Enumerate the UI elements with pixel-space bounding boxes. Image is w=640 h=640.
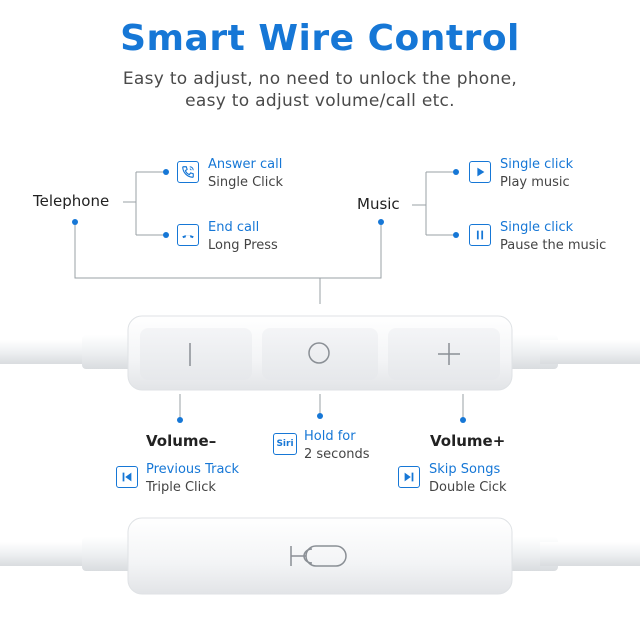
answer-call-desc: Single Click — [208, 175, 284, 190]
music-pause-dot — [453, 232, 459, 238]
skip-songs-desc: Double Cick — [429, 480, 507, 495]
siri-icon: Siri — [273, 433, 297, 455]
center-button-mark — [308, 342, 330, 364]
answer-call-action: Answer call — [208, 157, 283, 172]
telephone-label: Telephone — [33, 192, 110, 210]
pause-action: Single click — [500, 220, 574, 235]
page-title: Smart Wire Control — [120, 18, 520, 59]
remote-connector-lines — [74, 222, 382, 304]
pause-icon — [469, 224, 491, 246]
microphone-unit — [127, 517, 513, 595]
center-dot — [317, 413, 323, 419]
end-call-action: End call — [208, 220, 260, 235]
subtitle-line-1: Easy to adjust, no need to unlock the ph… — [122, 69, 518, 89]
end-call-desc: Long Press — [208, 238, 278, 253]
skip-songs-action: Skip Songs — [429, 462, 501, 477]
button-connector-lines — [179, 394, 464, 418]
pause-desc: Pause the music — [500, 238, 607, 253]
previous-track-action: Previous Track — [146, 462, 240, 477]
hold-action: Hold for — [304, 429, 356, 444]
siri-icon-text: Siri — [276, 439, 294, 449]
volume-up-dot — [460, 417, 466, 423]
previous-track-desc: Triple Click — [146, 480, 216, 495]
page-subtitle: Easy to adjust, no need to unlock the ph… — [0, 68, 640, 112]
music-connector-lines — [412, 171, 456, 236]
skip-track-icon — [398, 466, 420, 488]
subtitle-line-2: easy to adjust volume/call etc. — [185, 91, 455, 111]
volume-up-label: Volume+ — [430, 432, 506, 450]
music-dot — [378, 219, 384, 225]
volume-down-dot — [177, 417, 183, 423]
phone-hangup-icon — [177, 224, 199, 246]
play-icon — [469, 161, 491, 183]
volume-down-label: Volume– — [146, 432, 217, 450]
phone-answer-icon — [177, 161, 199, 183]
telephone-answer-dot — [163, 169, 169, 175]
telephone-dot — [72, 219, 78, 225]
microphone-icon — [290, 545, 347, 567]
telephone-connector-lines — [123, 171, 166, 236]
music-label: Music — [357, 195, 400, 213]
hold-desc: 2 seconds — [304, 447, 370, 462]
play-desc: Play music — [500, 175, 570, 190]
music-play-dot — [453, 169, 459, 175]
play-action: Single click — [500, 157, 574, 172]
lower-wire — [0, 537, 640, 571]
upper-wire — [0, 335, 640, 369]
telephone-end-dot — [163, 232, 169, 238]
previous-track-icon — [116, 466, 138, 488]
remote-control — [127, 315, 513, 391]
